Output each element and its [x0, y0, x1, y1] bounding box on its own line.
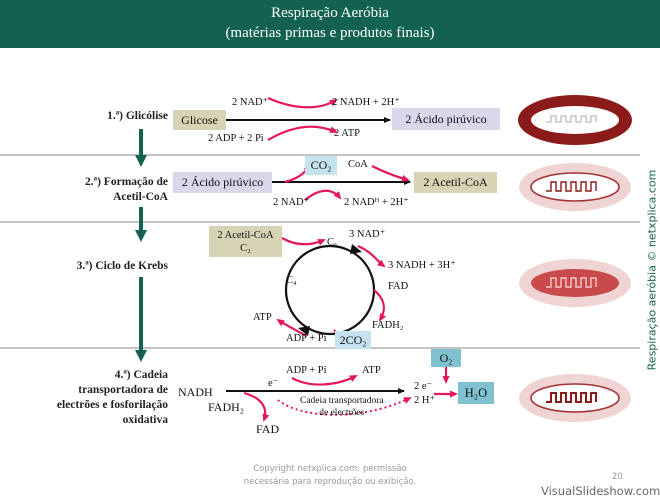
krebs-nadh-out: 3 NADH + 3H⁺ [388, 260, 456, 271]
glycolysis-nad-arrow [267, 96, 338, 109]
stage-title-line: transportadora de [78, 384, 168, 396]
krebs-atp-out: ATP [253, 312, 272, 323]
glycolysis-atp-out: 2 ATP [334, 128, 360, 139]
etc-chain-label-line: Cadeia transportadora [300, 396, 384, 406]
krebs-cycle-circle [284, 244, 376, 336]
glicose-box: Glicose [173, 110, 226, 130]
stage-title-line: 4.ª) Cadeia [114, 369, 168, 381]
etc-fad: FAD [256, 422, 280, 436]
etc-fadh-electron-dotted [277, 397, 412, 416]
acetil-coa-c2-line: 2 Acetil-CoA [217, 229, 274, 241]
krebs-cycle-arrowhead-bottom [298, 326, 310, 336]
stage-title-line: Acetil-CoA [113, 191, 168, 203]
etc-chain-label: Cadeia transportadora de electrões [300, 395, 384, 419]
acetil-coa-c2-line: C₂ [240, 242, 251, 254]
acetyl-coa-arrow [371, 165, 410, 182]
etc-adp-in: ADP + Pi [286, 365, 327, 376]
o2-box: O₂ [431, 349, 461, 367]
acetyl-nad-arrow [304, 189, 342, 201]
page-number: 20 [612, 472, 623, 482]
krebs-fad-in: FAD [388, 281, 409, 292]
acetil-coa-box: 2 Acetil-CoA [414, 172, 497, 193]
stage-title-acetil: 2.ª) Formação de Acetil-CoA [30, 175, 168, 205]
etc-chain-label-line: de electrões [319, 408, 365, 418]
watermark-link[interactable]: VisualSlideshow.com [541, 484, 660, 498]
acetyl-nadh-out: 2 NADᴴ + 2H⁺ [344, 197, 409, 208]
mitochondrion-icon [519, 374, 631, 422]
copyright-line: necessária para reprodução ou exibição. [243, 477, 417, 487]
etc-electron: e⁻ [268, 378, 279, 389]
etc-atp-out: ATP [362, 365, 381, 376]
krebs-cycle-arrowhead-top [350, 244, 362, 254]
stage-title-glicolise: 1.ª) Glicólise [107, 110, 168, 122]
copyright-line: Copyright netxplica.com: permissão [253, 464, 407, 474]
h2o-box: H₂O [458, 382, 494, 404]
krebs-input-arrow [281, 237, 326, 246]
krebs-nad-arrow [357, 244, 386, 268]
mitochondrion-icon [518, 95, 632, 145]
acido-piruvico-input-box: 2 Ácido pirúvico [173, 172, 272, 193]
etc-atp-arrow [291, 375, 358, 386]
krebs-c6: C₆ [327, 237, 338, 248]
co2-box: CO₂ [305, 156, 337, 175]
coa-label: CoA [348, 159, 368, 170]
title-bar: Respiração Aeróbia (matérias primas e pr… [0, 0, 660, 48]
slide-subtitle: (matérias primas e produtos finais) [225, 25, 435, 41]
stage-title-line: oxidativa [122, 414, 168, 426]
glycolysis-nad-in: 2 NAD⁺ [232, 97, 269, 108]
krebs-fadh-out: FADH₂ [372, 320, 404, 331]
krebs-fad-arrow [373, 289, 387, 322]
etc-nadh: NADH [178, 385, 213, 399]
etc-2-protons: 2 H⁺ [414, 395, 435, 406]
acetil-coa-c2-box: 2 Acetil-CoA C₂ [209, 226, 282, 257]
krebs-c4: C₄ [286, 275, 297, 286]
glycolysis-atp-arrow [267, 125, 338, 141]
side-credit: Respiração aeróbia © netxplica.com [645, 169, 659, 371]
acetyl-nad-in: 2 NAD⁺ [273, 197, 310, 208]
copyright-notice: Copyright netxplica.com: permissão neces… [220, 463, 440, 489]
glycolysis-nadh-out: 2 NADH + 2H⁺ [332, 97, 400, 108]
stage-title-line: 2.ª) Formação de [85, 176, 168, 188]
stage-title-line: electrões e fosforilação [56, 399, 168, 411]
acido-piruvico-box: 2 Ácido pirúvico [392, 108, 500, 130]
krebs-atp-arrow [276, 318, 307, 337]
stage-title-krebs: 3.ª) Ciclo de Krebs [76, 260, 168, 272]
stage-title-cadeia: 4.ª) Cadeia transportadora de electrões … [20, 368, 168, 428]
etc-fadh-arrow [243, 391, 270, 422]
slide-title: Respiração Aeróbia [271, 5, 389, 21]
etc-fadh: FADH₂ [208, 400, 244, 414]
krebs-nad-in: 3 NAD⁺ [349, 229, 386, 240]
etc-2-electrons: 2 e⁻ [414, 381, 433, 392]
mitochondrion-icon [519, 163, 631, 211]
glycolysis-adp-in: 2 ADP + 2 Pi [208, 133, 264, 144]
mitochondrion-icon [519, 259, 631, 307]
krebs-co2-box: 2CO₂ [335, 331, 371, 349]
krebs-adp-in: ADP + Pi [286, 333, 327, 344]
